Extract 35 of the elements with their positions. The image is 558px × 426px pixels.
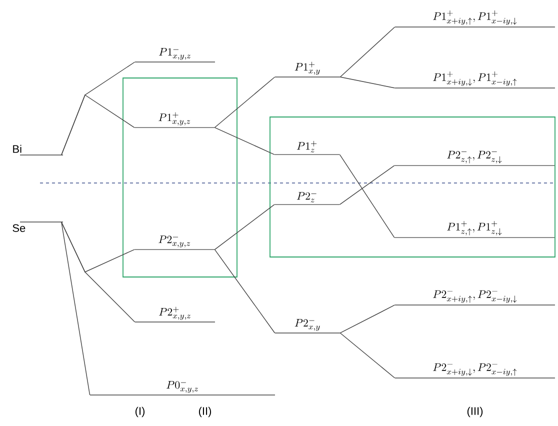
connector-line [61,222,136,322]
connector-line [339,154,395,238]
connector-line [340,304,396,334]
energy-level: $P2^{-}_{x+iy,\uparrow}, P2^{-}_{x-iy,\downarrow}$ [394,290,556,306]
energy-level: $P2^{-}_{x,y}$ [274,319,340,334]
energy-level: $P1^{+}_{x,y,z}$ [134,112,215,128]
energy-level: $P2^{-}_{z,\uparrow}, P2^{-}_{z,\downarrow}$ [394,150,555,166]
connector-line [340,332,396,378]
energy-level: $P0^{-}_{x,y,z}$ [90,381,276,396]
energy-level: $P1^{+}_{z,\uparrow}, P1^{+}_{z,\downarrow}$ [394,220,555,238]
energy-level: $P2^{-}_{x+iy,\downarrow}, P2^{-}_{x-iy,\uparrow}$ [394,363,556,378]
connector-line [61,222,90,396]
highlight-box [270,116,556,258]
stage-label: (III) [467,406,483,418]
energy-level: $P1^{-}_{x,y,z}$ [134,48,216,62]
connector-line [340,26,396,78]
energy-level: $P2^{-}_{x,y,z}$ [134,236,215,250]
energy-level: $P2^{+}_{x,y,z}$ [134,306,216,322]
energy-level: Se [12,222,64,232]
connector-line [61,94,135,156]
connector-line [214,204,275,250]
connector-line [214,249,276,334]
energy-level: $P1^{+}_{z}$ [274,140,340,155]
energy-level: $P2^{-}_{z}$ [274,192,340,205]
stage-label: (II) [198,406,212,418]
energy-level: $P1^{+}_{x+iy,\uparrow}, P1^{+}_{x-iy,\downarrow}$ [394,10,556,28]
connector-line [214,127,275,155]
energy-level: Bi [13,144,64,156]
connector-line [340,76,396,88]
energy-level: $P1^{+}_{x+iy,\downarrow}, P1^{+}_{x-iy,\uparrow}$ [394,71,556,88]
highlight-box [122,78,238,278]
connector-line [339,165,395,205]
energy-level: $P1^{+}_{x,y}$ [274,62,340,78]
connector-line [214,76,276,128]
stage-label: (I) [136,406,145,418]
